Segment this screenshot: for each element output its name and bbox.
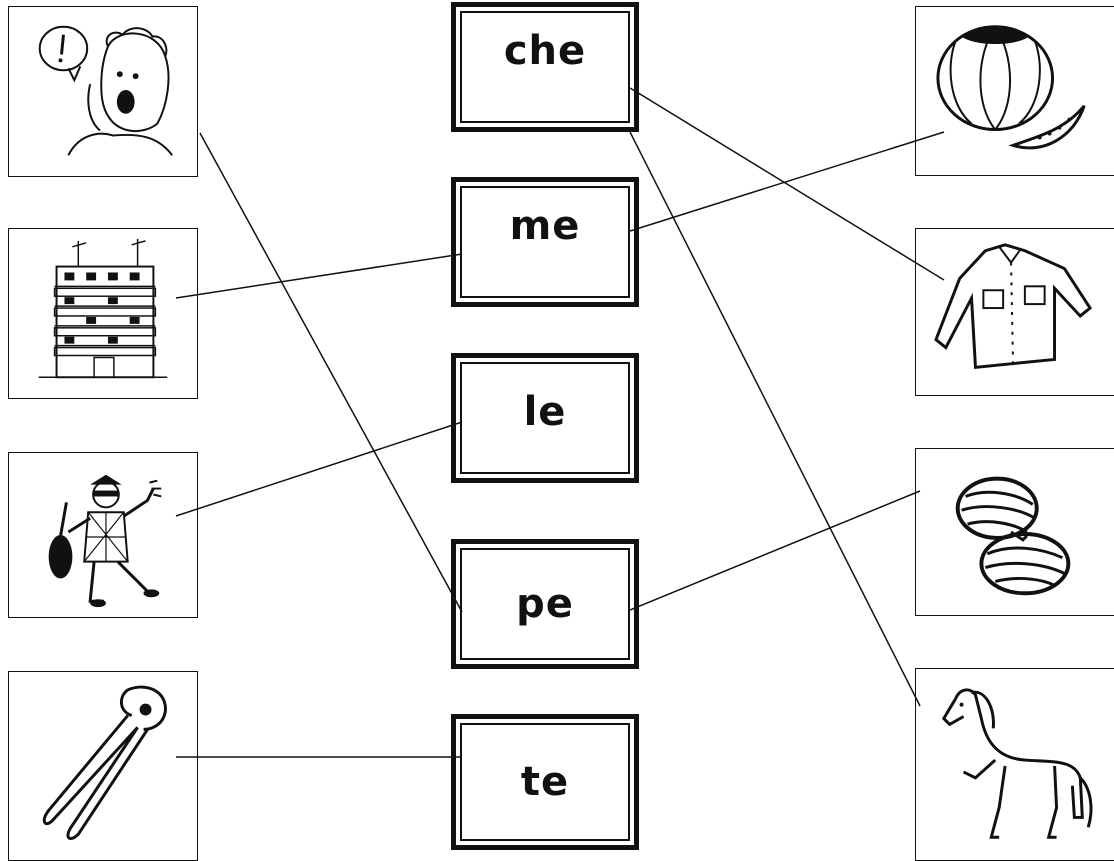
shouting-woman-icon	[38, 25, 173, 156]
horse-icon	[941, 688, 1093, 839]
picture-card-horse[interactable]	[915, 668, 1114, 861]
syllable-label-che: che	[503, 28, 587, 74]
picture-card-pincers[interactable]	[8, 671, 198, 861]
picture-card-yarn[interactable]	[915, 448, 1114, 616]
picture-card-harlequin[interactable]	[8, 452, 198, 618]
syllable-label-le: le	[523, 389, 567, 435]
picture-card-building[interactable]	[8, 228, 198, 399]
picture-card-melon[interactable]	[915, 6, 1114, 176]
yarn-balls-icon	[955, 476, 1071, 596]
melon-icon	[936, 25, 1086, 150]
apartment-building-icon	[38, 238, 168, 379]
match-line-che-horse	[629, 131, 921, 707]
syllable-box-te[interactable]: te	[451, 714, 639, 850]
picture-card-shirt[interactable]	[915, 228, 1114, 396]
syllable-label-me: me	[509, 203, 581, 249]
match-line-pe-yarn	[629, 490, 921, 611]
syllable-label-pe: pe	[516, 581, 574, 627]
syllable-box-pe[interactable]: pe	[451, 539, 639, 669]
shirt-icon	[934, 243, 1093, 369]
match-line-woman-pe	[199, 132, 463, 613]
syllable-box-me[interactable]: me	[451, 177, 639, 307]
harlequin-icon	[48, 474, 162, 608]
picture-card-shouting-woman[interactable]	[8, 6, 198, 177]
syllable-label-te: te	[520, 759, 570, 805]
syllable-box-le[interactable]: le	[451, 353, 639, 483]
match-line-me-melon	[629, 131, 945, 232]
match-line-che-shirt	[629, 87, 945, 281]
pincers-icon	[42, 685, 167, 840]
match-line-building-me	[175, 253, 463, 299]
match-line-harlequin-le	[175, 421, 463, 517]
syllable-box-che[interactable]: che	[451, 2, 639, 132]
